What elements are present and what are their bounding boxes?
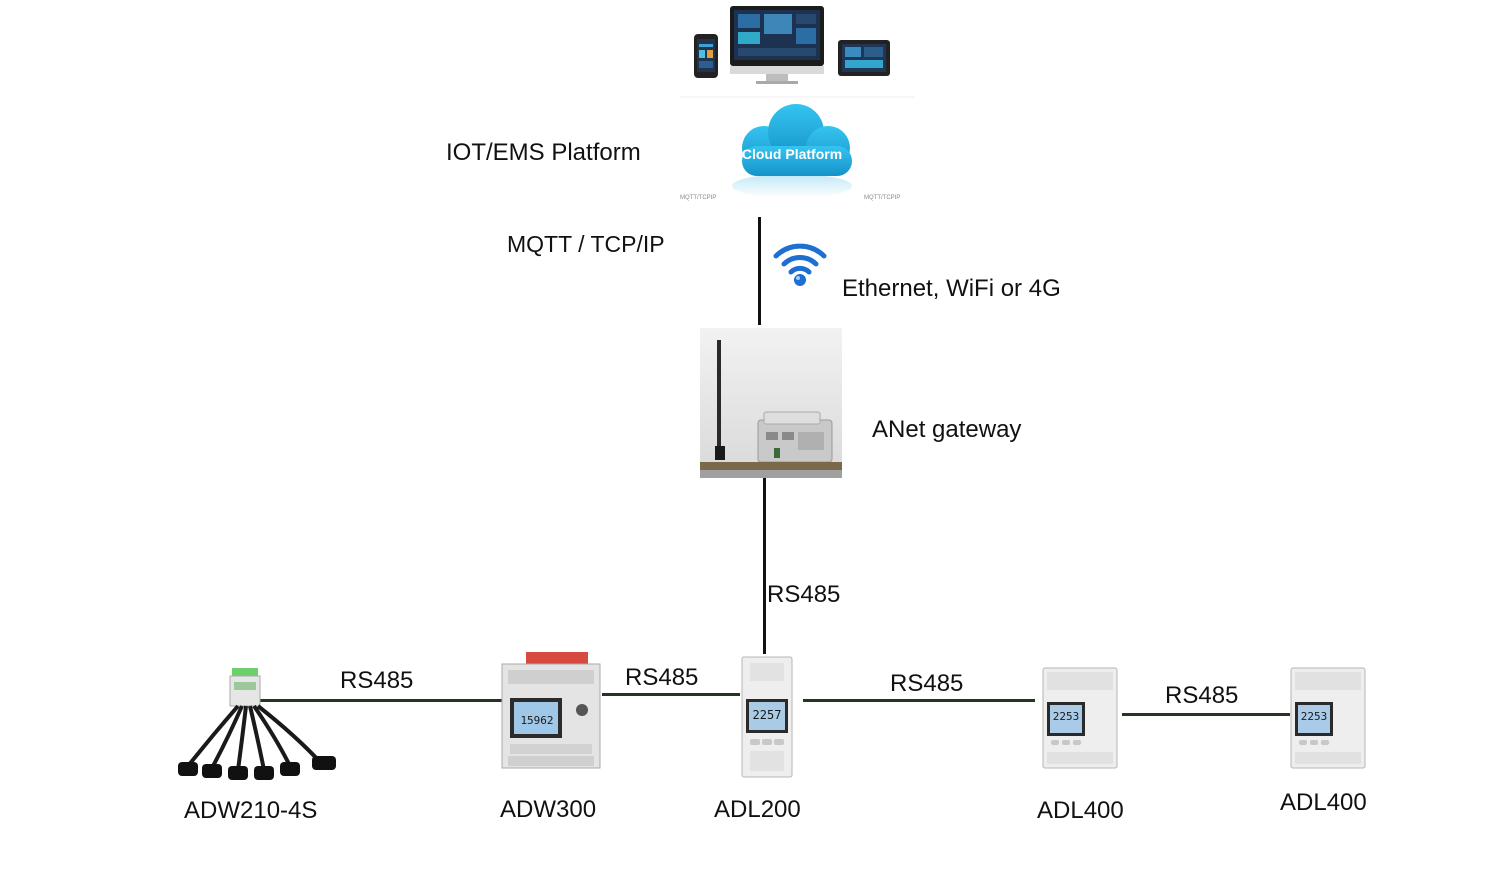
device-name-adl400-2: ADL400 [1280,789,1367,816]
platform-tiny-label-left: MQTT/TCPIP [680,195,717,201]
uplink-line [758,217,761,325]
link-label-4: RS485 [1165,682,1239,709]
phone-icon [694,34,718,78]
network-label: Ethernet, WiFi or 4G [842,275,1061,302]
adl400-2-display: 2253 [1300,710,1328,723]
wifi-icon [770,236,830,292]
bus-line-4 [1122,713,1290,716]
meter-icon [501,652,601,769]
gateway-photo [700,328,842,478]
monitor-icon [730,6,824,84]
device-name-adw300: ADW300 [500,796,597,823]
adl200-display: 2257 [752,708,782,722]
bus-line-1 [258,699,508,702]
trunk-rs485-label: RS485 [767,581,841,608]
device-adw210-photo [172,666,347,784]
adl400-1-display: 2253 [1052,710,1080,723]
tablet-icon [838,40,890,76]
ct-sensor-icon [186,704,322,771]
device-adl400-photo-1: 2253 [1041,666,1119,770]
meter-icon [1042,667,1118,769]
protocol-label: MQTT / TCP/IP [507,231,665,257]
antenna-icon [715,340,725,460]
gateway-icon [757,411,833,463]
link-label-1: RS485 [340,667,414,694]
device-adl400-photo-2: 2253 [1289,666,1367,770]
meter-icon [1290,667,1366,769]
trunk-line [763,478,766,654]
link-label-3: RS485 [890,670,964,697]
bus-line-2 [602,693,740,696]
device-name-adl400-1: ADL400 [1037,797,1124,824]
client-devices [680,0,920,100]
device-adl200-photo: 2257 [740,655,794,779]
device-adw300-photo: 15962 [498,650,604,774]
meter-icon [741,656,793,778]
meter-icon [229,668,261,707]
gateway-label: ANet gateway [872,416,1022,443]
link-label-2: RS485 [625,664,699,691]
adw300-display: 15962 [520,714,554,727]
platform-tiny-label-right: MQTT/TCPIP [864,195,901,201]
bus-line-3 [803,699,1035,702]
cloud-icon [742,104,852,176]
cloud-platform: Cloud Platform [722,102,862,202]
device-name-adl200: ADL200 [714,796,801,823]
cloud-label: Cloud Platform [741,146,843,162]
platform-label: IOT/EMS Platform [446,139,641,166]
device-name-adw210: ADW210-4S [184,797,318,824]
